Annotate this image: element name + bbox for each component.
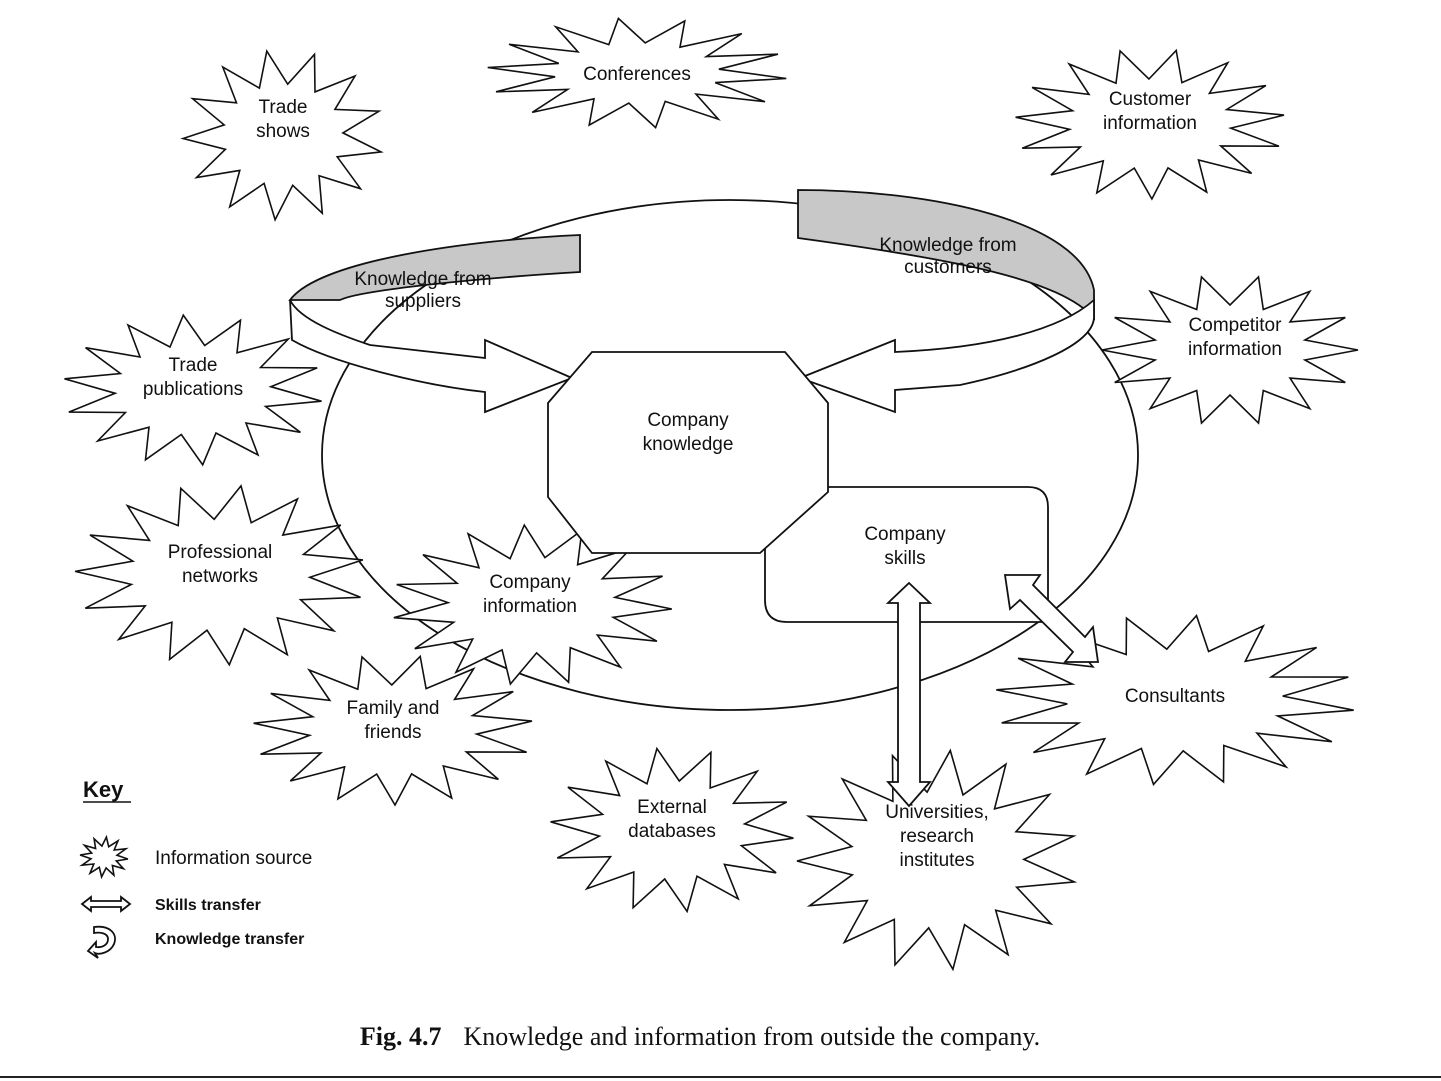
key-information-source-label: Information source: [155, 848, 312, 869]
burst-competitor-information: [1101, 275, 1359, 425]
label-knowledge-from-suppliers-line: Knowledge from: [354, 269, 491, 290]
burst-family-and-friends: [253, 654, 533, 807]
skills-transfer-arrow-consultants: [1003, 574, 1100, 663]
label-company-skills-line: Company: [864, 524, 946, 545]
label-conferences-line: Conferences: [583, 64, 691, 85]
label-trade-shows: Trade shows: [256, 97, 310, 142]
label-company-knowledge-line: knowledge: [643, 434, 734, 455]
burst-trade-publications: [64, 313, 322, 467]
burst-external-databases: [550, 746, 794, 914]
key-knowledge-transfer-label: Knowledge transfer: [155, 931, 304, 948]
label-family-and-friends: Family and friends: [347, 698, 440, 743]
key-skills-transfer-label: Skills transfer: [155, 897, 261, 914]
knowledge-transfer-key-icon: [86, 925, 116, 959]
figure-caption: Fig. 4.7 Knowledge and information from o…: [0, 1022, 1400, 1052]
label-competitor-information-line: Competitor: [1189, 315, 1283, 336]
label-consultants-line: Consultants: [1125, 686, 1225, 707]
label-external-databases: External databases: [628, 797, 716, 842]
information-source-key-icon: [79, 834, 129, 880]
knowledge-from-customers-arrow: [797, 189, 1095, 414]
label-company-skills: Company skills: [864, 524, 946, 569]
label-family-and-friends-line: friends: [364, 722, 421, 743]
label-customer-information-line: information: [1103, 113, 1197, 134]
label-professional-networks-line: Professional: [168, 542, 273, 563]
company-boundary-ellipse: [321, 199, 1139, 711]
label-trade-publications-line: Trade: [169, 355, 218, 376]
skills-transfer-key-icon: [80, 895, 132, 913]
label-professional-networks: Professional networks: [168, 542, 273, 587]
label-company-knowledge: Company knowledge: [643, 410, 734, 455]
label-trade-publications: Trade publications: [143, 355, 243, 400]
label-universities: Universities, research institutes: [885, 802, 988, 871]
burst-customer-information: [1015, 48, 1285, 201]
label-family-and-friends-line: Family and: [347, 698, 440, 719]
skills-transfer-arrow-universities: [885, 581, 933, 808]
label-trade-shows-line: shows: [256, 121, 310, 142]
label-external-databases-line: External: [637, 797, 707, 818]
label-consultants: Consultants: [1125, 686, 1225, 707]
label-universities-line: Universities,: [885, 802, 988, 823]
label-company-skills-line: skills: [884, 548, 925, 569]
label-knowledge-from-customers-line: Knowledge from: [879, 235, 1016, 256]
burst-trade-shows: [180, 48, 384, 222]
page-bottom-rule: [0, 1076, 1441, 1078]
label-knowledge-from-suppliers-line: suppliers: [385, 291, 461, 312]
label-universities-line: institutes: [900, 850, 975, 871]
label-conferences: Conferences: [583, 64, 691, 85]
figure-caption-label: Fig. 4.7: [359, 1022, 442, 1051]
label-external-databases-line: databases: [628, 821, 716, 842]
burst-company-information: [393, 523, 672, 686]
label-company-knowledge-line: Company: [647, 410, 729, 431]
label-competitor-information-line: information: [1188, 339, 1282, 360]
knowledge-from-suppliers-arrow: [288, 234, 581, 414]
burst-universities: [796, 748, 1078, 972]
label-customer-information: Customer information: [1103, 89, 1197, 134]
label-company-information-line: Company: [489, 572, 571, 593]
burst-professional-networks: [74, 484, 364, 667]
label-knowledge-from-customers-line: customers: [904, 257, 992, 278]
label-company-information: Company information: [483, 572, 577, 617]
figure-caption-text: Knowledge and information from outside t…: [463, 1022, 1041, 1051]
label-competitor-information: Competitor information: [1188, 315, 1282, 360]
company-knowledge-octagon: [547, 351, 829, 554]
key-legend: Key Information source Skills transfer K…: [79, 777, 312, 959]
key-title: Key: [83, 777, 124, 802]
information-source-key-burst: [79, 834, 129, 880]
label-trade-publications-line: publications: [143, 379, 243, 400]
label-company-information-line: information: [483, 596, 577, 617]
burst-conferences: [487, 17, 787, 129]
label-professional-networks-line: networks: [182, 566, 258, 587]
label-trade-shows-line: Trade: [259, 97, 308, 118]
label-universities-line: research: [900, 826, 974, 847]
label-customer-information-line: Customer: [1109, 89, 1192, 110]
